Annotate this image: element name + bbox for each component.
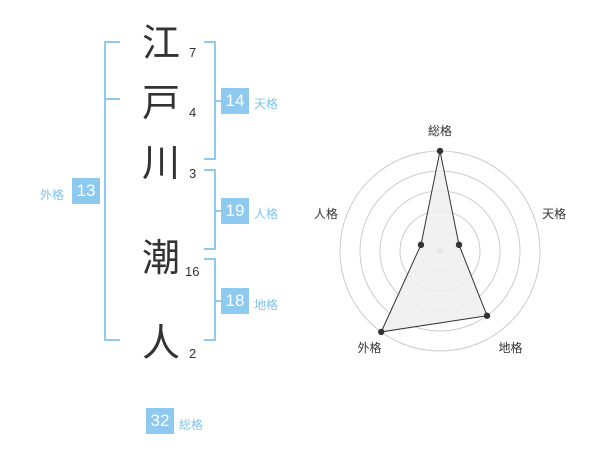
- gaikaku-bracket-tick: [104, 98, 120, 100]
- radar-point-2: [455, 241, 463, 249]
- tenkaku-connector: [216, 100, 221, 102]
- radar-axis-label-2: 天格: [542, 206, 566, 221]
- name-char-1: 江: [141, 21, 180, 65]
- radar-point-4: [378, 328, 385, 336]
- chikaku-connector: [216, 300, 221, 302]
- stroke-count-2: 4: [189, 105, 197, 120]
- gaikaku-label: 外格: [40, 188, 65, 202]
- jinkaku-value: 19: [221, 198, 249, 224]
- chikaku-label: 地格: [254, 298, 279, 312]
- stroke-count-5: 2: [189, 346, 197, 361]
- soukaku-label: 総格: [179, 418, 204, 432]
- radar-polygon: [380, 150, 488, 333]
- name-char-3: 川: [141, 141, 180, 185]
- name-char-5: 人: [141, 321, 180, 365]
- gaikaku-value: 13: [72, 178, 100, 204]
- radar-shape: [380, 150, 488, 333]
- name-char-4: 潮: [141, 236, 180, 280]
- radar-axis-label-3: 地格: [499, 340, 523, 355]
- radar-axis-label-1: 総格: [428, 123, 452, 138]
- stroke-count-3: 3: [189, 166, 197, 181]
- name-char-2: 戸: [141, 81, 180, 125]
- jinkaku-bracket: [204, 169, 216, 250]
- jinkaku-connector: [216, 210, 221, 212]
- radar-point-3: [483, 312, 491, 319]
- radar-point-5: [417, 241, 425, 249]
- tenkaku-bracket: [204, 41, 216, 160]
- stroke-count-4: 16: [185, 264, 200, 279]
- radar-point-1: [436, 147, 444, 155]
- tenkaku-label: 天格: [254, 97, 279, 111]
- radar-axis-label-5: 人格: [314, 206, 338, 221]
- chikaku-bracket: [204, 258, 216, 341]
- radar-axis-label-4: 外格: [357, 340, 381, 355]
- radar-points: [378, 147, 491, 336]
- stroke-count-1: 7: [189, 45, 197, 60]
- gaikaku-bracket: [104, 41, 120, 341]
- tenkaku-value: 14: [221, 88, 249, 114]
- jinkaku-label: 人格: [254, 207, 279, 221]
- chikaku-value: 18: [221, 288, 249, 314]
- soukaku-value: 32: [146, 408, 174, 434]
